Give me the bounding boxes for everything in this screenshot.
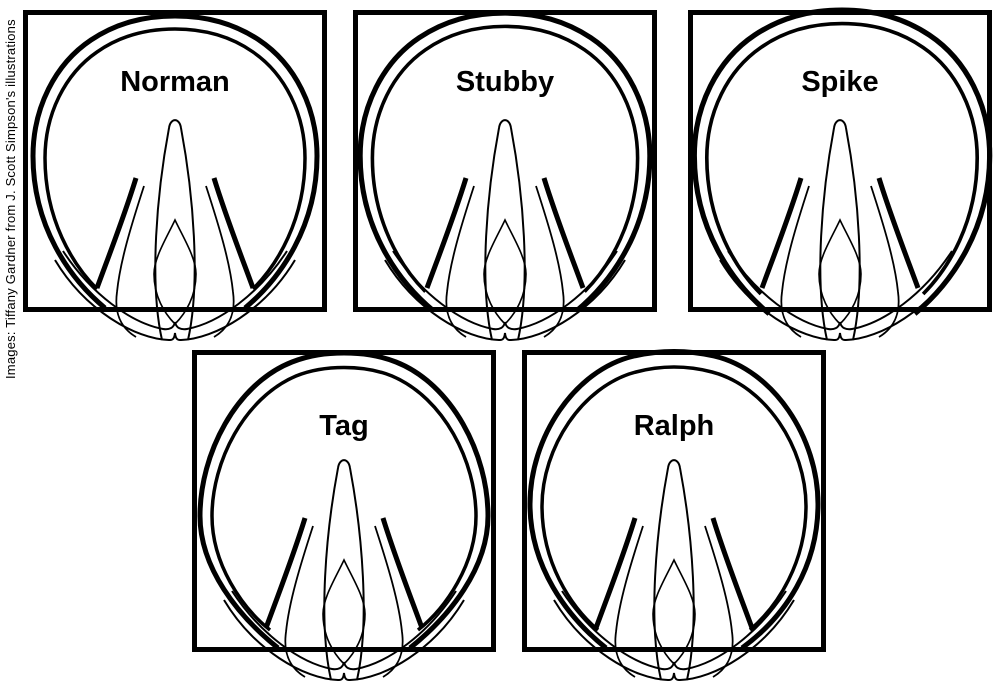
- panel-border: [353, 10, 657, 312]
- hoof-name-label: Spike: [801, 66, 879, 98]
- image-credit: Images: Tiffany Gardner from J. Scott Si…: [3, 19, 18, 379]
- hoof-diagram-spike: [688, 10, 992, 355]
- hoof-panel-stubby: Stubby: [353, 10, 657, 355]
- hoof-diagram-stubby: [353, 10, 657, 355]
- hoof-panel-norman: Norman: [23, 10, 327, 355]
- hoof-diagram-ralph: [522, 350, 826, 682]
- panel-border: [192, 350, 496, 652]
- hoof-name-label: Stubby: [455, 66, 555, 98]
- hoof-diagram-tag: [192, 350, 496, 682]
- hoof-wall-outline: [33, 16, 317, 308]
- hoof-name-label: Tag: [319, 410, 369, 442]
- hoof-name-label: Norman: [120, 66, 230, 98]
- hoof-name-label: Ralph: [633, 410, 715, 442]
- hoof-wall-outline: [694, 10, 989, 314]
- hoof-panel-ralph: Ralph: [522, 350, 826, 682]
- hoof-diagram-norman: [23, 10, 327, 355]
- hoof-panel-tag: Tag: [192, 350, 496, 682]
- hoof-wall-outline: [530, 352, 818, 649]
- hoof-panel-spike: Spike: [688, 10, 992, 355]
- hoof-wall-outline: [200, 353, 488, 648]
- panel-border: [23, 10, 327, 312]
